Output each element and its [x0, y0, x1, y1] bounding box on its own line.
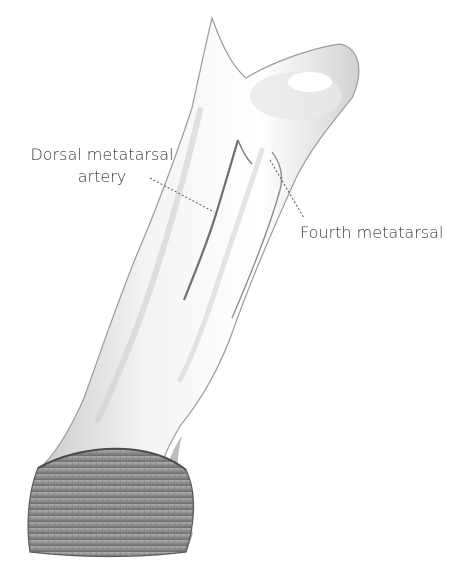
dorsal-metatarsal-artery-label: Dorsal metatarsal artery [8, 144, 196, 188]
fourth-metatarsal-label: Fourth metatarsal [300, 222, 443, 244]
dorsal-metatarsal-artery-label-line2: artery [8, 166, 196, 188]
hock-joint-highlight [288, 72, 332, 92]
dorsal-metatarsal-artery-label-line1: Dorsal metatarsal [8, 144, 196, 166]
hoof [28, 449, 193, 557]
